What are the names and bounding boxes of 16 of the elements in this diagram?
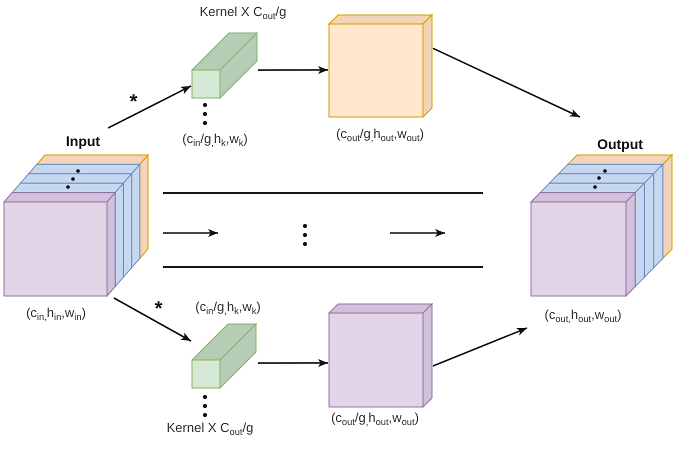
kernel-count-label: Kernel X C$_{out}$/g	[166, 420, 254, 436]
arrow	[258, 358, 328, 367]
input-title: Input	[66, 133, 100, 149]
kernel-count-label: Kernel X C$_{out}$/g	[200, 4, 286, 20]
output-title: Output	[597, 136, 643, 152]
tensor-shape-label: (c$_{in}$/g$_{,}$h$_{k}$,w$_{k}$)	[195, 299, 261, 315]
tensor-shape-label: (c$_{in,}$h$_{in}$,w$_{in}$)	[26, 305, 86, 321]
tensor-shape-label: (c$_{out}$/g$_{,}$h$_{out}$,w$_{out}$)	[331, 410, 419, 426]
arrow	[432, 48, 580, 118]
arrow	[432, 327, 528, 367]
tensor-shape-label: (c$_{out,}$h$_{out}$,w$_{out}$)	[544, 307, 622, 323]
arrow	[108, 85, 192, 129]
tensor-shape-label: (c$_{out}$/g$_{,}$h$_{out}$,w$_{out}$)	[336, 126, 424, 142]
arrow	[114, 297, 192, 342]
tensor-shape-label: (c$_{in}$/g$_{,}$h$_{k}$,w$_{k}$)	[182, 131, 248, 147]
arrow	[258, 66, 328, 74]
